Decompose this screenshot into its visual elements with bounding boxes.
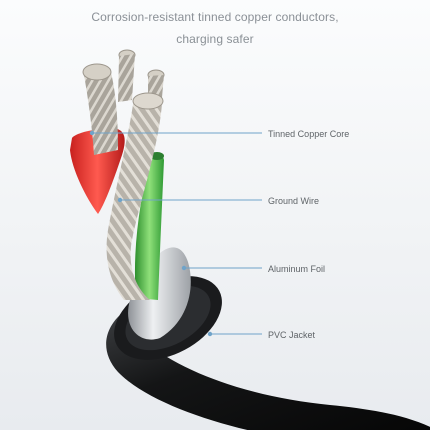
- callout-ground-wire: Ground Wire: [268, 196, 320, 206]
- callout-lines: [89, 130, 262, 337]
- callout-aluminum-foil: Aluminum Foil: [268, 264, 326, 274]
- callout-tinned-copper-core: Tinned Copper Core: [268, 129, 350, 139]
- heading: Corrosion-resistant tinned copper conduc…: [0, 6, 430, 50]
- ground-wire-shape: [134, 152, 164, 300]
- callout-pvc-jacket: PVC Jacket: [268, 330, 316, 340]
- pvc-jacket-body: [106, 315, 430, 430]
- heading-line-1: Corrosion-resistant tinned copper conduc…: [91, 10, 339, 24]
- heading-line-2: charging safer: [176, 32, 254, 46]
- copper-strand-front: [106, 98, 162, 300]
- aluminum-foil-layer: [128, 247, 191, 340]
